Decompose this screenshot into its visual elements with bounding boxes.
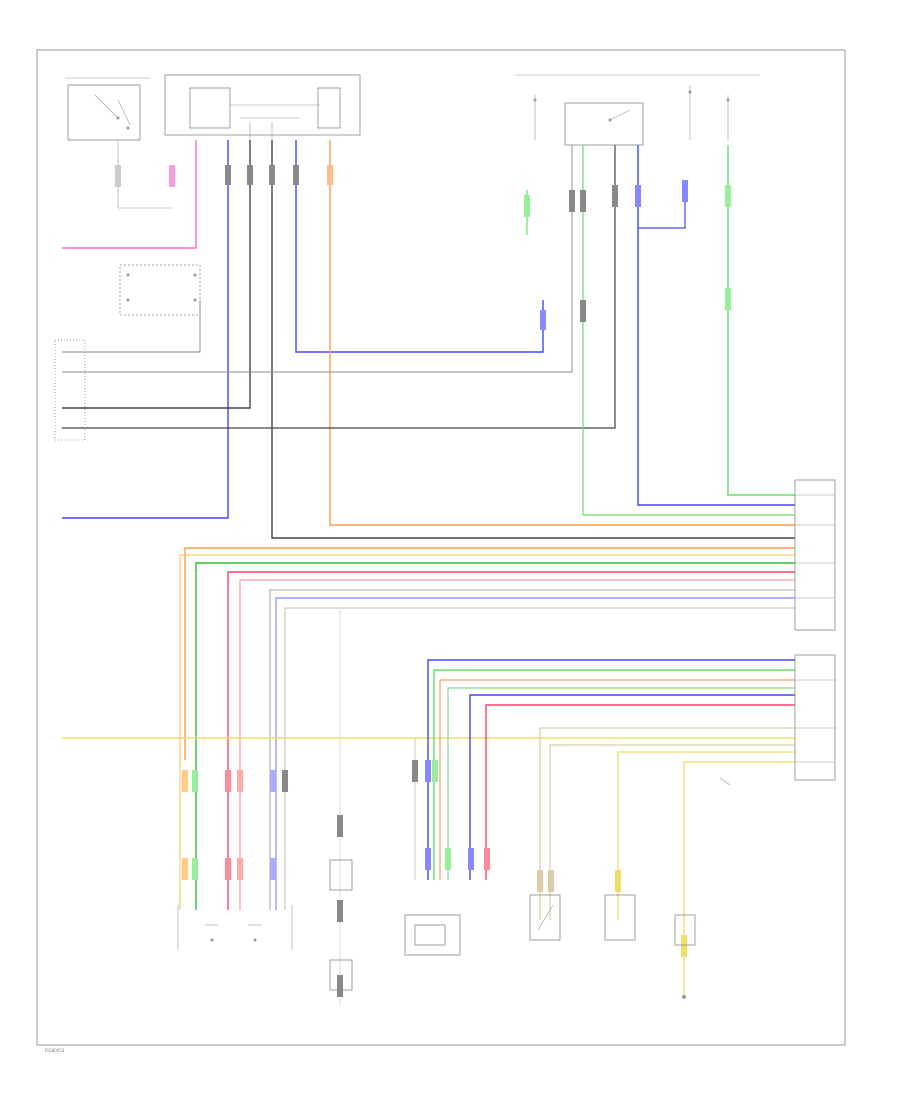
engine-control-module [794,479,836,781]
relay-block [515,74,760,146]
black-wire-upper [62,140,251,409]
diagram-frame [36,49,846,1046]
green-wire-bundle [433,669,795,880]
orange-wire-low [184,547,795,760]
blue-wire-low [275,597,795,910]
blue-wire-right [637,145,795,506]
green-wire-right [727,145,795,496]
orange-wire [329,140,795,526]
red-wire-low [227,571,795,910]
blue-wire-left [62,140,229,519]
blue-wire-bundle [427,659,795,880]
lower-components [177,777,731,999]
connector-markers [182,165,731,997]
junction-block [164,74,361,140]
pink-wire-low [239,579,795,910]
ignition-switch [65,77,175,209]
left-switches [54,264,201,441]
black-wire-lower [271,140,795,539]
wire-harness [62,140,795,1005]
tan-wire-bundle [539,727,795,920]
pink-wire [62,140,197,249]
red-wire-bundle [485,704,795,880]
figure-code: FIG00053 [45,1048,65,1053]
green-wire-low [195,562,795,910]
blue-wire-switch [295,140,544,353]
